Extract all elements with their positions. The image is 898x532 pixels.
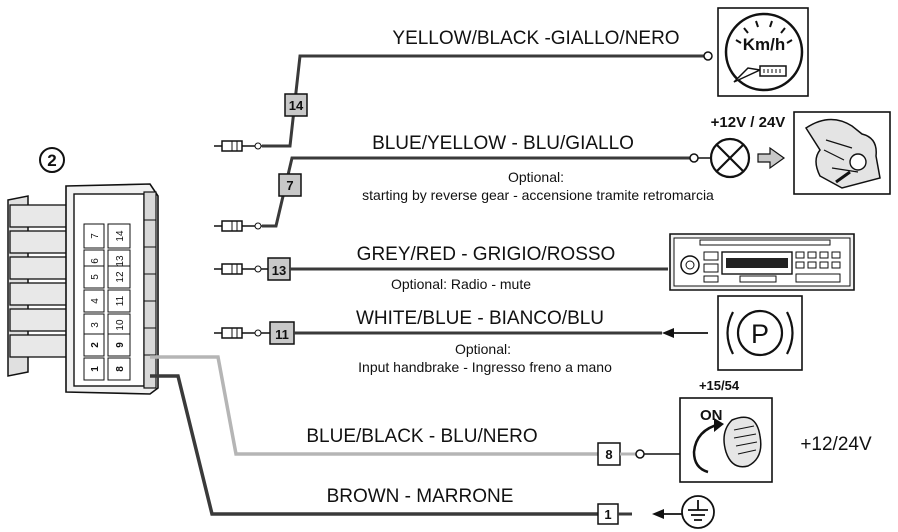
pin-cell: 12 — [107, 265, 131, 289]
pin-cell: 4 — [83, 289, 105, 313]
arrow-left-icon — [652, 509, 682, 519]
wire-14-yellow-black: 14 YELLOW/BLACK -GIALLO/NERO — [214, 28, 713, 152]
pin-cell: 9 — [107, 333, 131, 357]
svg-text:8: 8 — [115, 366, 126, 372]
pin-cell: 7 — [83, 223, 105, 249]
svg-text:3: 3 — [90, 322, 101, 328]
wire-label: BLUE/BLACK - BLU/NERO — [306, 426, 537, 447]
connector-plug-icon — [214, 263, 268, 275]
connector-number: 2 — [47, 151, 56, 170]
svg-text:11: 11 — [115, 295, 126, 306]
ignition-key-icon: ON — [679, 397, 773, 483]
pin-label: 13 — [272, 263, 286, 278]
pin-cell: 3 — [83, 313, 105, 337]
arrow-right-icon — [757, 146, 786, 170]
svg-text:4: 4 — [90, 298, 101, 304]
svg-text:9: 9 — [115, 342, 126, 348]
arrow-left-icon — [662, 328, 708, 338]
reverse-gear-hand-icon — [793, 111, 891, 195]
wire-note: Input handbrake - Ingresso freno a mano — [358, 359, 612, 375]
wire-label: BROWN - MARRONE — [327, 486, 514, 507]
lamp-icon — [709, 137, 751, 179]
wire-13-grey-red: 13 GREY/RED - GRIGIO/ROSSO Optional: Rad… — [214, 244, 668, 292]
wire-note: Optional: — [455, 341, 511, 357]
lamp-voltage-label: +12V / 24V — [711, 114, 786, 131]
wire-label: WHITE/BLUE - BIANCO/BLU — [356, 308, 604, 329]
car-radio-icon — [669, 233, 855, 291]
pin-label: 7 — [286, 178, 293, 193]
connector-number-badge: 2 — [39, 147, 65, 173]
wire-1-brown: BROWN - MARRONE 1 — [327, 486, 682, 525]
ignition-terminal-label: +15/54 — [699, 378, 740, 393]
pin-cell: 5 — [83, 265, 105, 289]
svg-text:1: 1 — [90, 366, 101, 372]
connector-plug-icon — [214, 327, 270, 339]
connector-plug-icon — [214, 220, 262, 232]
pin-label: 14 — [289, 98, 304, 113]
pin-cell: 14 — [107, 223, 131, 249]
pin-cell: 10 — [107, 313, 131, 337]
svg-text:12: 12 — [115, 271, 126, 283]
handbrake-icon: P — [717, 295, 803, 371]
pin-label: 1 — [604, 507, 611, 522]
wire-label: YELLOW/BLACK -GIALLO/NERO — [392, 28, 679, 49]
ignition-voltage-label: +12/24V — [800, 434, 872, 455]
connector-block: 7 6 5 4 3 2 1 14 13 12 11 10 9 8 — [7, 183, 159, 395]
wire-note: starting by reverse gear - accensione tr… — [362, 187, 714, 203]
connector-plug-icon — [214, 140, 262, 152]
pin-cell: 1 — [83, 357, 105, 381]
svg-text:10: 10 — [115, 319, 126, 331]
pin-label: 8 — [605, 447, 612, 462]
wire-label: GREY/RED - GRIGIO/ROSSO — [357, 244, 616, 265]
svg-text:2: 2 — [90, 342, 101, 348]
wire-label: BLUE/YELLOW - BLU/GIALLO — [372, 133, 634, 154]
wire-note: Optional: — [508, 169, 564, 185]
speedo-unit-label: Km/h — [743, 35, 786, 54]
pin-cell: 8 — [107, 357, 131, 381]
svg-text:14: 14 — [115, 230, 126, 242]
handbrake-symbol: P — [751, 319, 769, 349]
pin-cell: 11 — [107, 289, 131, 313]
speedometer-icon: Km/h — [717, 7, 809, 97]
wire-8-blue-black: BLUE/BLACK - BLU/NERO 8 — [306, 426, 680, 466]
ground-icon — [681, 495, 715, 529]
wire-note: Optional: Radio - mute — [391, 276, 531, 292]
svg-text:7: 7 — [90, 233, 101, 239]
wire-grey-pin8 — [150, 355, 600, 456]
wire-11-white-blue: 11 WHITE/BLUE - BIANCO/BLU Optional: Inp… — [214, 308, 708, 375]
svg-text:6: 6 — [90, 258, 101, 264]
svg-text:13: 13 — [115, 255, 126, 267]
wire-brown-pin1 — [150, 374, 600, 516]
pin-label: 11 — [275, 327, 289, 342]
svg-text:5: 5 — [90, 274, 101, 280]
wire-7-blue-yellow: 7 BLUE/YELLOW - BLU/GIALLO Optional: sta… — [214, 133, 714, 232]
pin-cell: 2 — [83, 333, 105, 357]
